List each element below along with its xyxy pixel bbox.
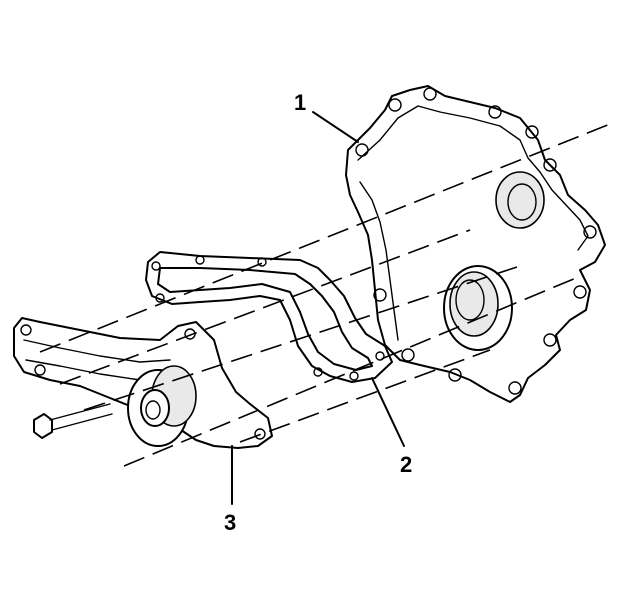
- water-pump-illustration: [13, 317, 273, 449]
- callout-3: 3: [224, 445, 236, 535]
- pump-bolt: [33, 403, 113, 439]
- callout-1: 1: [294, 90, 359, 143]
- callout-2: 2: [371, 377, 412, 477]
- front-cover-illustration: [345, 85, 606, 403]
- alignment-lines: [39, 123, 611, 467]
- leader-line-1: [312, 111, 359, 143]
- front-cover-flange: [357, 105, 589, 251]
- callout-label-1: 1: [294, 90, 306, 115]
- gasket-illustration: [145, 251, 393, 383]
- front-cover-body: [345, 85, 606, 403]
- callout-label-2: 2: [400, 452, 412, 477]
- callout-label-3: 3: [224, 510, 236, 535]
- leader-line-2: [371, 377, 405, 447]
- pump-hub: [140, 389, 170, 427]
